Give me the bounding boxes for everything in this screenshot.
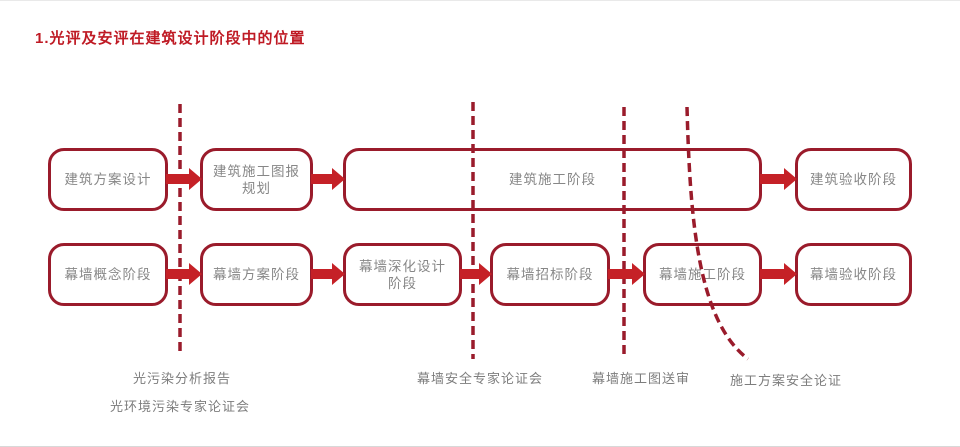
arrow-icon	[311, 168, 345, 190]
footnote-construction-scheme-safety-review: 施工方案安全论证	[729, 373, 843, 388]
box-label: 建筑施工阶段	[509, 172, 596, 187]
footnote-curtainwall-drawing-review: 幕墙施工图送审	[591, 371, 691, 386]
box-label: 建筑施工图报	[213, 163, 300, 179]
box-curtainwall-tender-stage: 幕墙招标阶段	[490, 243, 610, 306]
box-curtainwall-detailed-design-stage: 幕墙深化设计 阶段	[343, 243, 462, 306]
arrow-icon	[760, 263, 797, 285]
box-building-scheme-design: 建筑方案设计	[48, 148, 168, 211]
box-building-construction-drawing-planning: 建筑施工图报 规划	[200, 148, 313, 211]
arrow-icon	[166, 168, 202, 190]
footnote-light-environment-expert-meeting: 光环境污染专家论证会	[109, 399, 251, 414]
footnote-curtainwall-safety-expert-meeting: 幕墙安全专家论证会	[416, 371, 544, 386]
box-label: 阶段	[388, 275, 417, 291]
box-label: 幕墙深化设计	[359, 258, 446, 274]
box-curtainwall-acceptance-stage: 幕墙验收阶段	[795, 243, 912, 306]
box-label: 幕墙招标阶段	[506, 267, 594, 282]
box-building-construction-stage: 建筑施工阶段	[343, 148, 762, 211]
box-building-acceptance-stage: 建筑验收阶段	[795, 148, 912, 211]
divider-curve-construction-safety	[685, 106, 750, 361]
arrow-icon	[760, 168, 797, 190]
box-label: 建筑验收阶段	[810, 172, 897, 187]
arrow-icon	[311, 263, 345, 285]
box-curtainwall-construction-stage: 幕墙施工阶段	[643, 243, 762, 306]
box-label: 幕墙验收阶段	[810, 267, 897, 282]
phase-divider-lines	[178, 102, 750, 361]
arrow-icon	[608, 263, 645, 285]
box-curtainwall-concept-stage: 幕墙概念阶段	[48, 243, 168, 306]
box-label: 规划	[242, 180, 271, 196]
arrow-icon	[166, 263, 202, 285]
arrow-icon	[460, 263, 492, 285]
footnote-light-pollution-report: 光污染分析报告	[132, 371, 232, 386]
box-curtainwall-scheme-stage: 幕墙方案阶段	[200, 243, 313, 306]
box-label: 幕墙概念阶段	[64, 267, 152, 282]
page-title: 1.光评及安评在建筑设计阶段中的位置	[35, 30, 306, 47]
box-label: 幕墙方案阶段	[213, 267, 300, 282]
box-label: 建筑方案设计	[64, 172, 152, 187]
box-label: 幕墙施工阶段	[659, 267, 746, 282]
